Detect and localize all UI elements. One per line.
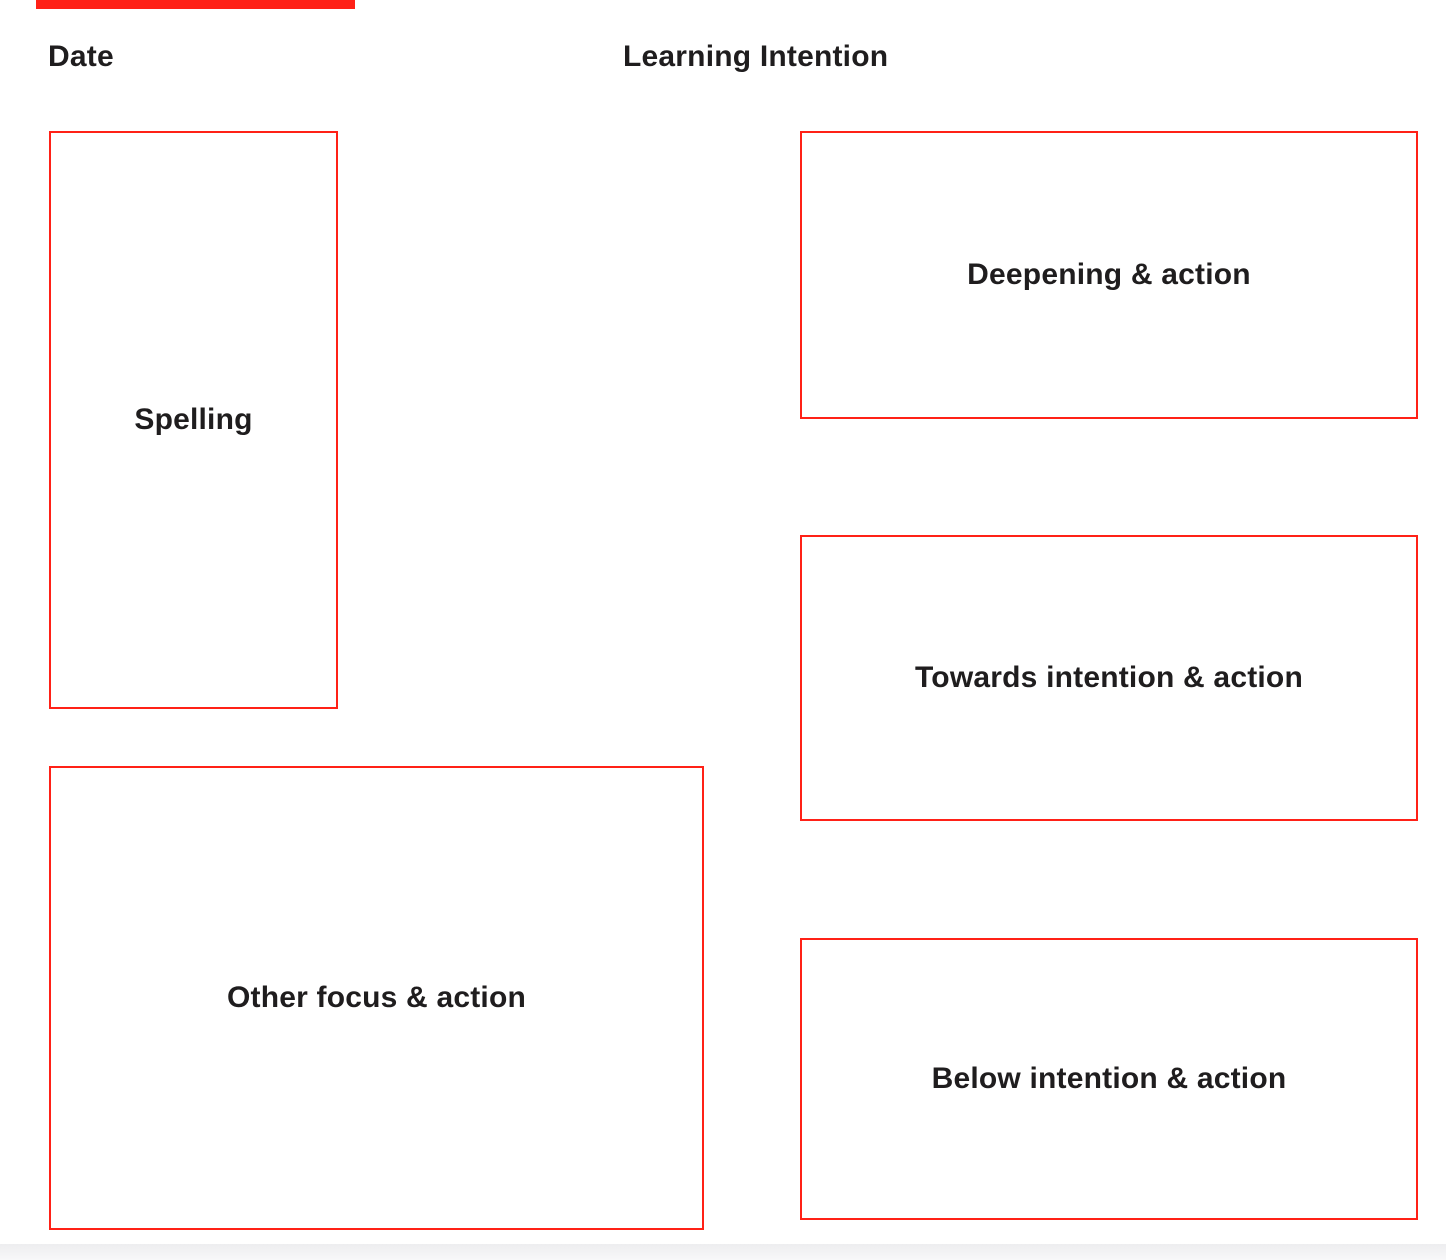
towards-intention-action-box[interactable]: Towards intention & action — [800, 535, 1418, 821]
below-intention-action-box-label: Below intention & action — [931, 1062, 1287, 1095]
learning-intention-column-header: Learning Intention — [623, 40, 889, 73]
cutoff-box-bottom-border — [36, 0, 355, 9]
date-column-header: Date — [48, 40, 114, 73]
other-focus-action-box[interactable]: Other focus & action — [49, 766, 704, 1230]
towards-intention-action-box-label: Towards intention & action — [915, 661, 1303, 694]
spelling-box[interactable]: Spelling — [49, 131, 338, 709]
deepening-action-box-label: Deepening & action — [967, 258, 1251, 291]
below-intention-action-box[interactable]: Below intention & action — [800, 938, 1418, 1220]
deepening-action-box[interactable]: Deepening & action — [800, 131, 1418, 419]
page-bottom-strip — [0, 1244, 1446, 1260]
other-focus-action-box-label: Other focus & action — [226, 981, 527, 1014]
spelling-box-label: Spelling — [134, 403, 253, 436]
